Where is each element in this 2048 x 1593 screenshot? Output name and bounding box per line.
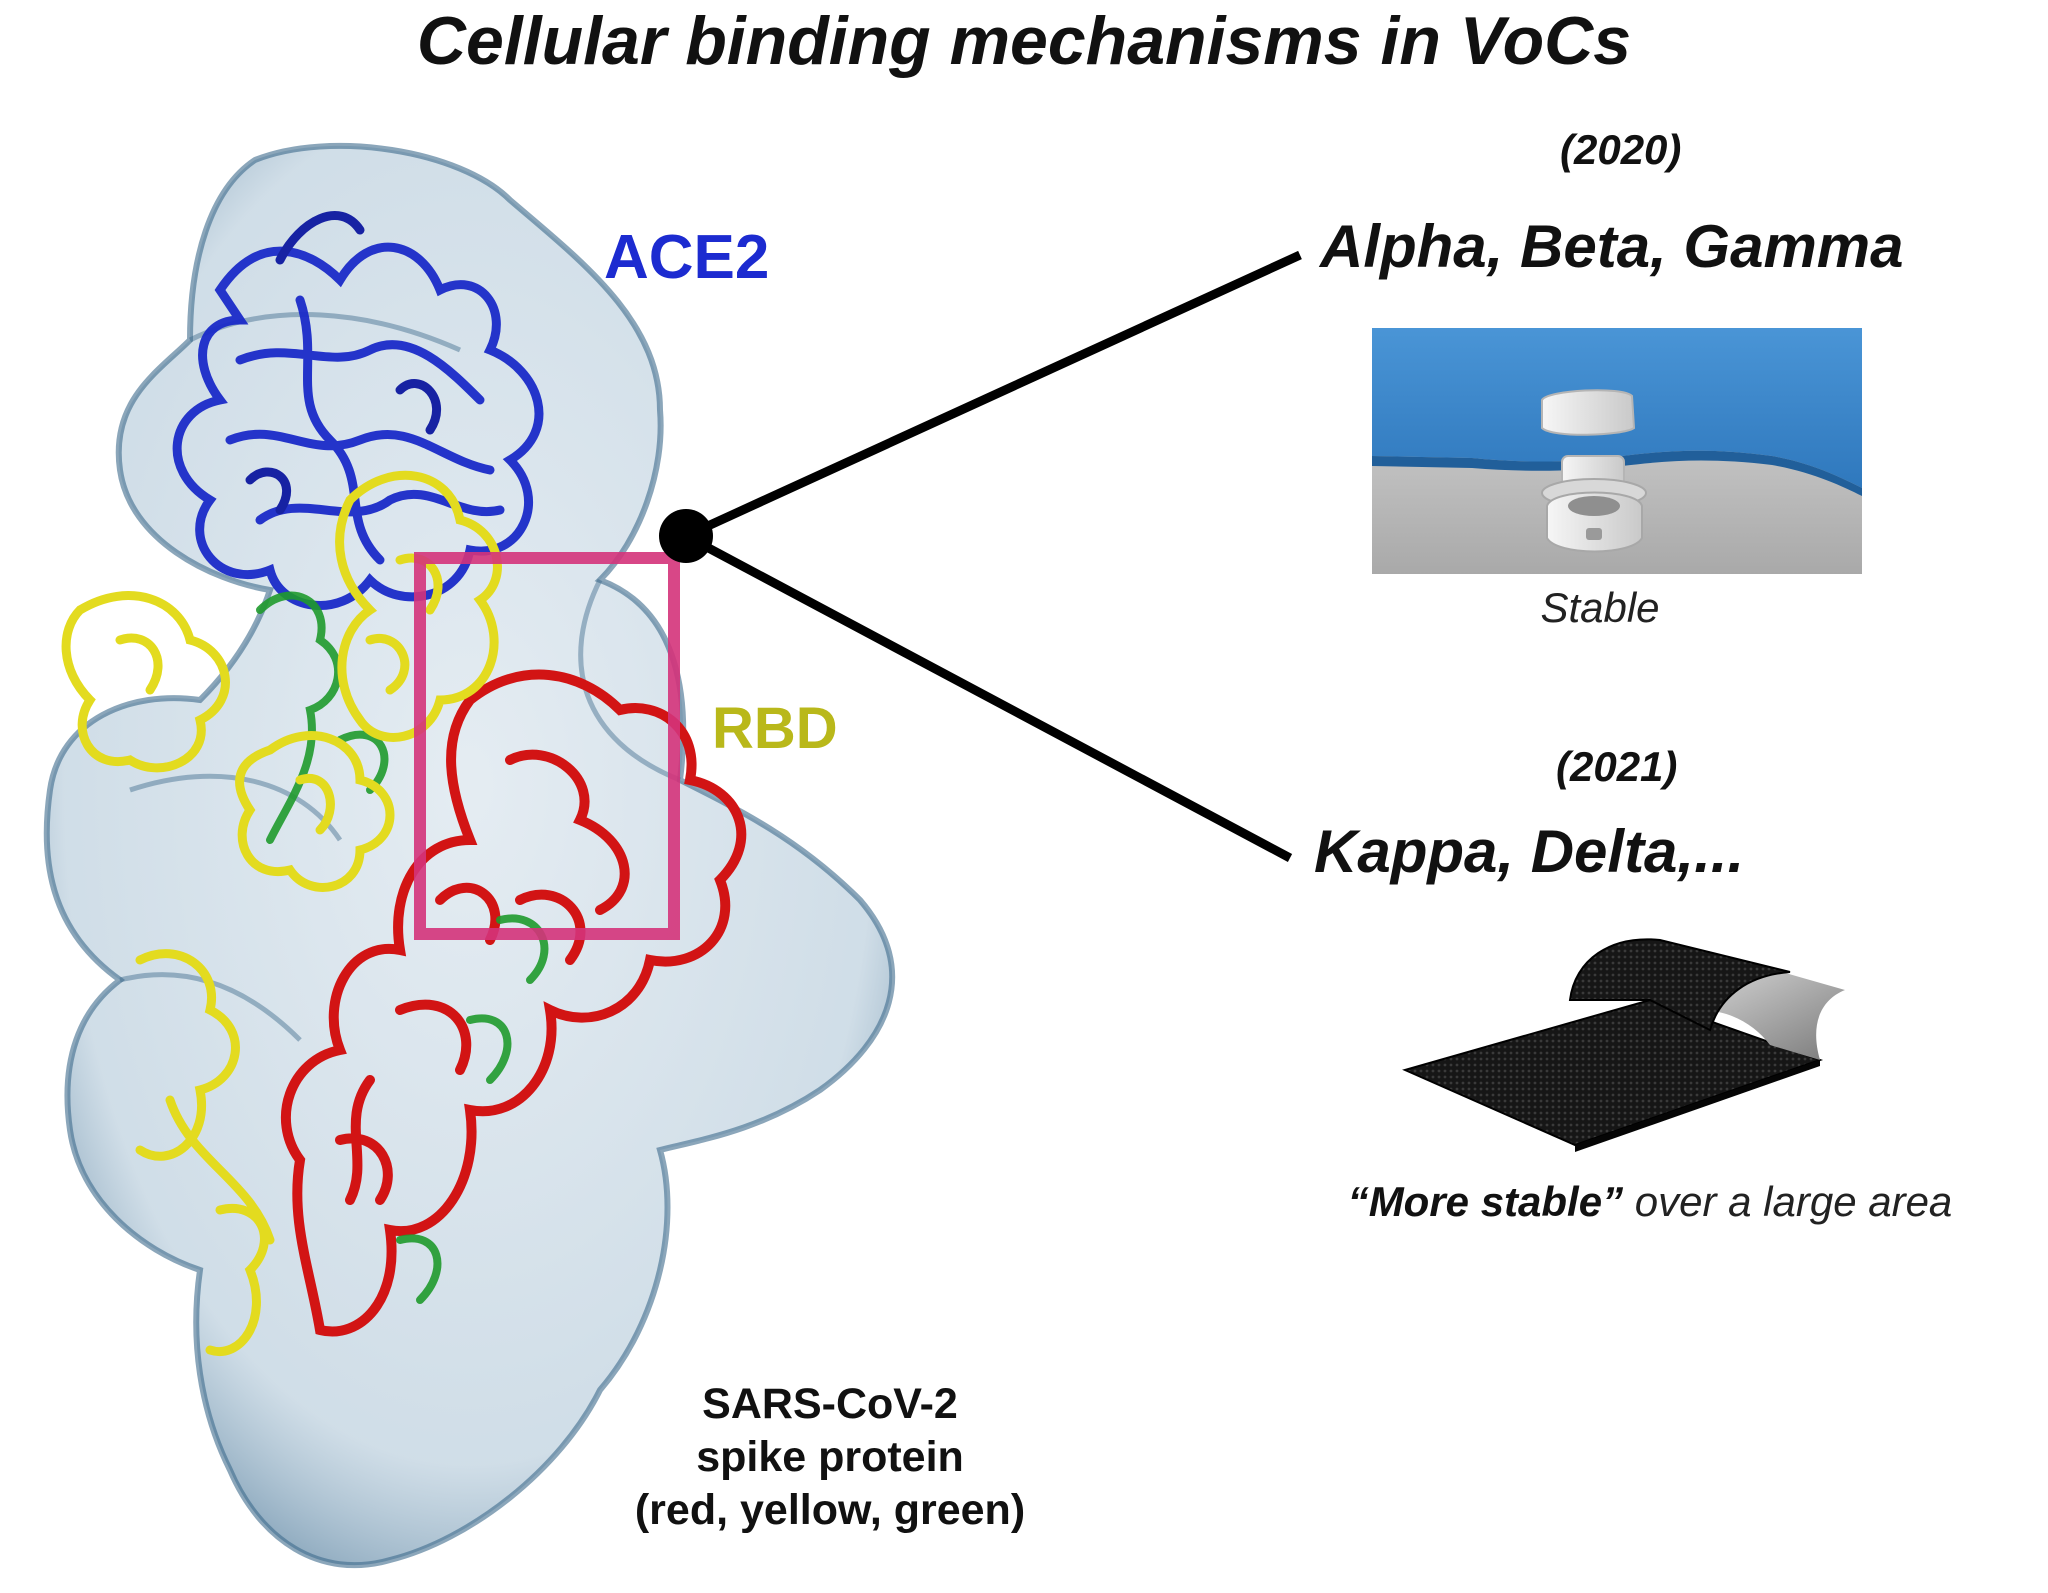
variants-2020: Alpha, Beta, Gamma	[1320, 213, 1904, 280]
snap-fastener-photo	[1372, 328, 1862, 574]
page-title: Cellular binding mechanisms in VoCs	[416, 3, 1632, 79]
spike-yellow-chain	[61, 470, 502, 1356]
year-2021: (2021)	[1556, 743, 1678, 790]
ace2-ribbon	[172, 211, 544, 610]
caption-stable: Stable	[1540, 584, 1660, 631]
velcro-strip-photo	[1402, 938, 1845, 1152]
rbd-label: RBD	[712, 696, 838, 761]
spike-caption-line-2: spike protein	[696, 1433, 964, 1481]
spike-caption-line-1: SARS-CoV-2	[702, 1380, 958, 1428]
protein-structure-illustration	[43, 142, 896, 1569]
spike-protein-caption: SARS-CoV-2 spike protein (red, yellow, g…	[580, 1378, 1080, 1537]
caption-more-stable-rest: over a large area	[1623, 1178, 1953, 1225]
rbd-box	[414, 552, 680, 940]
ace2-label: ACE2	[604, 223, 770, 292]
caption-more-stable-bold: “More stable”	[1347, 1178, 1624, 1225]
spike-caption-line-3: (red, yellow, green)	[634, 1486, 1026, 1534]
year-2020: (2020)	[1560, 126, 1682, 173]
variants-2021: Kappa, Delta,...	[1314, 818, 1745, 885]
molecular-surface	[43, 142, 896, 1569]
caption-more-stable: “More stable” over a large area	[1290, 1178, 2010, 1226]
